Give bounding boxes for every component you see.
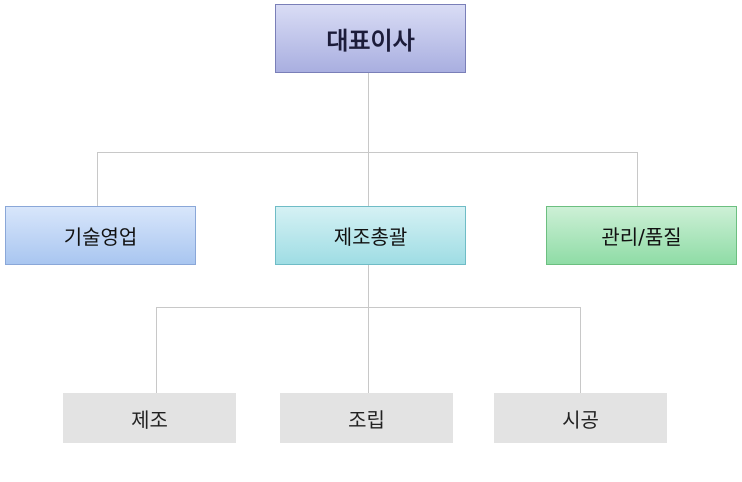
team-manufacturing-label: 제조 bbox=[131, 407, 168, 432]
ceo-box: 대표이사 bbox=[275, 4, 466, 73]
division-management-quality-box: 관리/품질 bbox=[546, 206, 737, 265]
division-management-quality-label: 관리/품질 bbox=[601, 225, 682, 249]
division-tech-sales-label: 기술영업 bbox=[63, 225, 138, 249]
team-manufacturing-box: 제조 bbox=[63, 393, 236, 443]
team-construction-box: 시공 bbox=[494, 393, 667, 443]
division-manufacturing-label: 제조총괄 bbox=[333, 225, 408, 249]
team-assembly-box: 조립 bbox=[280, 393, 453, 443]
team-construction-label: 시공 bbox=[562, 407, 599, 432]
division-tech-sales-box: 기술영업 bbox=[5, 206, 196, 265]
division-manufacturing-box: 제조총괄 bbox=[275, 206, 466, 265]
team-assembly-label: 조립 bbox=[348, 407, 385, 432]
ceo-label: 대표이사 bbox=[326, 27, 415, 55]
